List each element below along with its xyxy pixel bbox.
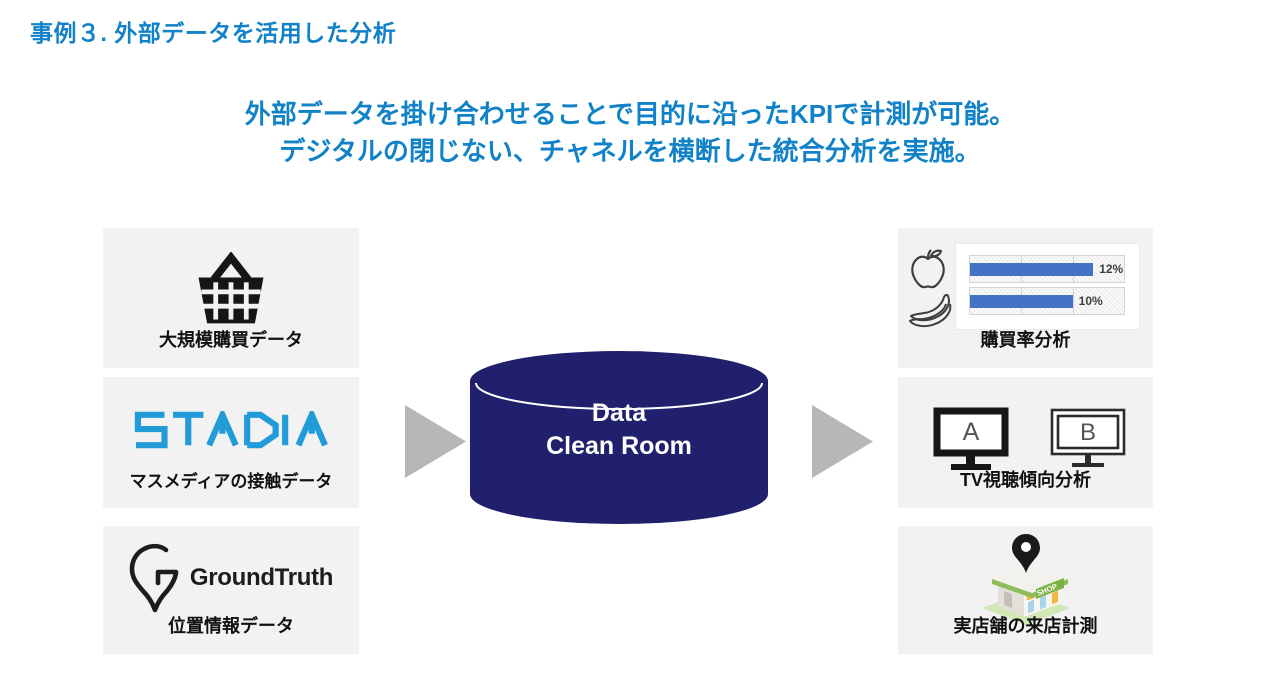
- flow-arrow-right-icon: [812, 405, 873, 478]
- output-card-store-visits: SHOP 実店舗の来店計測: [898, 526, 1153, 654]
- purchase-rate-chart: 12% 10%: [955, 243, 1140, 330]
- output-card-purchase-rate: 12% 10% 購買率分析: [898, 228, 1153, 368]
- groundtruth-pin-icon: [129, 543, 179, 613]
- source-card-location-data: GroundTruth 位置情報データ: [103, 526, 359, 654]
- source-label-purchase-data: 大規模購買データ: [159, 330, 303, 350]
- banana-icon: [909, 293, 952, 328]
- bar-label-banana: 10%: [1078, 294, 1103, 308]
- location-pin-icon: [1011, 534, 1040, 573]
- chart-band-apple: 12%: [969, 255, 1125, 283]
- chart-plot-area: 12% 10%: [969, 255, 1125, 315]
- tv-b-icon: B: [1050, 408, 1126, 467]
- tv-a-letter: A: [963, 418, 980, 446]
- bar-banana: [970, 294, 1073, 308]
- groundtruth-logo: GroundTruth: [103, 542, 359, 614]
- stadia-logo: [134, 411, 328, 449]
- source-label-mass-media: マスメディアの接触データ: [129, 472, 333, 491]
- tv-b-letter: B: [1080, 419, 1096, 446]
- flow-arrow-left-icon: [405, 405, 466, 478]
- fruit-icons: [909, 249, 952, 328]
- output-label-purchase-rate: 購買率分析: [980, 330, 1071, 350]
- shop-sign: [1035, 578, 1064, 599]
- data-clean-room-label: Data Clean Room: [470, 397, 768, 463]
- chart-band-banana: 10%: [969, 287, 1125, 315]
- store-with-pin-icon: SHOP: [981, 534, 1070, 625]
- output-label-tv-viewing: TV視聴傾向分析: [959, 470, 1091, 490]
- bar-apple: [970, 262, 1094, 276]
- hub-label-line-2: Clean Room: [546, 432, 692, 460]
- subtitle-line-1: 外部データを掛け合わせることで目的に沿ったKPIで計測が可能。: [244, 99, 1016, 129]
- shopping-basket-icon: [198, 252, 264, 324]
- page-title: 事例３. 外部データを活用した分析: [30, 20, 397, 46]
- gridline: [1072, 288, 1074, 314]
- slide-subtitle: 外部データを掛け合わせることで目的に沿ったKPIで計測が可能。 デジタルの閉じな…: [0, 96, 1260, 170]
- bar-label-apple: 12%: [1099, 262, 1124, 276]
- source-card-purchase-data: 大規模購買データ: [103, 228, 359, 368]
- groundtruth-wordmark: GroundTruth: [189, 564, 334, 591]
- tv-a-icon: A: [933, 407, 1009, 470]
- source-label-location-data: 位置情報データ: [168, 616, 294, 636]
- subtitle-line-2: デジタルの閉じない、チャネルを横断した統合分析を実施。: [279, 136, 981, 166]
- hub-label-line-1: Data: [591, 399, 647, 427]
- database-cylinder-icon: [470, 351, 768, 524]
- output-card-tv-viewing: A B TV視聴傾向分析: [898, 377, 1153, 508]
- data-clean-room-cylinder: Data Clean Room: [470, 351, 768, 525]
- apple-icon: [911, 249, 945, 289]
- source-card-mass-media: マスメディアの接触データ: [103, 377, 359, 508]
- output-label-store-visits: 実店舗の来店計測: [953, 616, 1098, 636]
